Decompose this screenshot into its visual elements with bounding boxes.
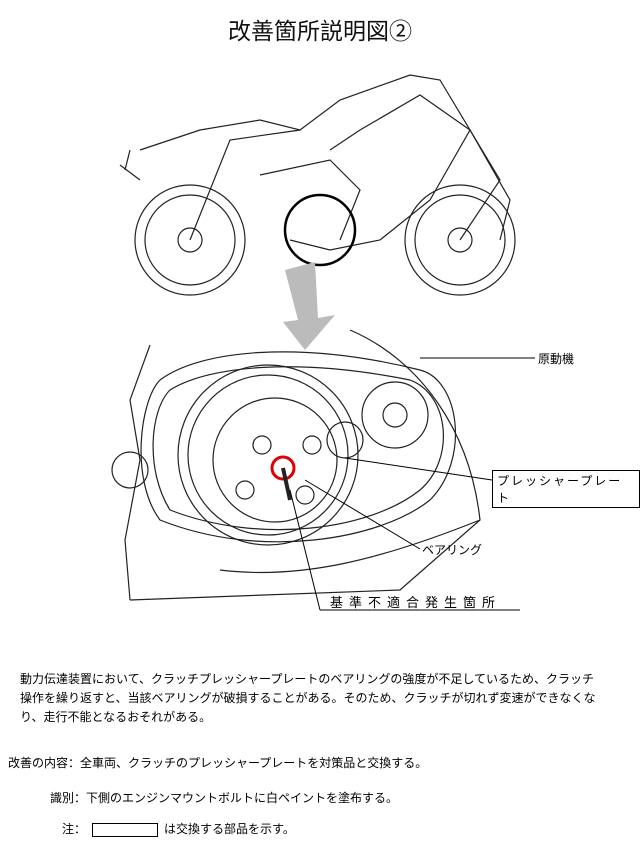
note-prefix: 注：: [62, 822, 87, 836]
page-title: 改善箇所説明図②: [228, 19, 412, 45]
motorcycle-drawing: [119, 74, 516, 296]
illustration: [111, 74, 535, 611]
defect-description: 動力伝達装置において、クラッチプレッシャープレートのベアリングの強度が不足してい…: [20, 672, 596, 724]
note-suffix: は交換する部品を示す。: [164, 822, 295, 836]
identification-text: 識別：下側のエンジンマウントボルトに白ペイントを塗布する。: [50, 791, 399, 805]
pressure-plate-label: プレッシャープレート: [492, 470, 640, 508]
clutch-drawing: [111, 329, 481, 601]
engine-label: 原動機: [538, 352, 575, 366]
leader-lines: [289, 357, 535, 611]
pointer-arrow: [283, 262, 335, 350]
highlight-circle: [283, 193, 357, 267]
remedy-text: 改善の内容：全車両、クラッチのプレッシャープレートを対策品と交換する。: [8, 756, 428, 770]
bearing-label: ベアリング: [422, 543, 483, 557]
note-legend-box: [92, 822, 159, 837]
note-line: 注： は交換する部品を示す。: [62, 820, 295, 837]
nonconformity-site-label: 基準不適合発生箇所: [330, 596, 502, 611]
